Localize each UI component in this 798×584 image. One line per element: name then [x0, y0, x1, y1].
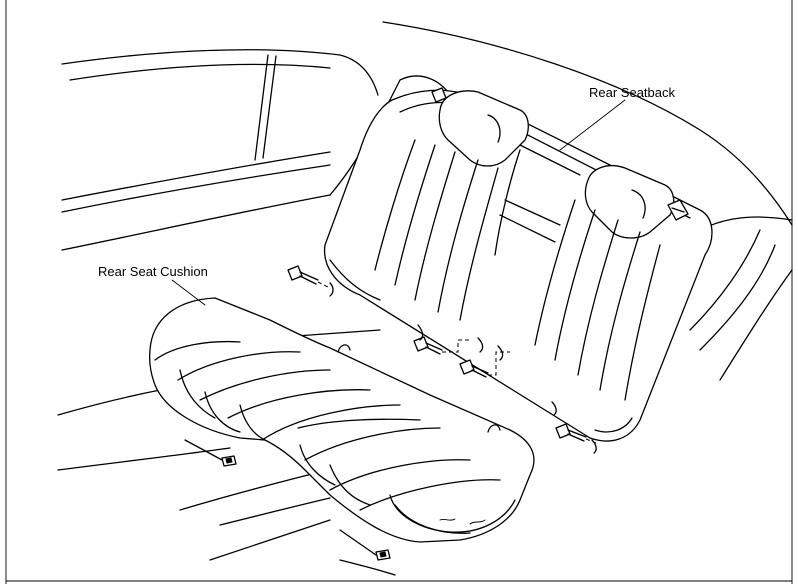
seatback-bolts — [287, 265, 597, 454]
bolt-left — [287, 265, 334, 297]
floor-clips — [184, 439, 391, 561]
leader-lines — [171, 99, 626, 306]
rear-seatback — [323, 87, 713, 442]
bolt-center-lower — [459, 337, 510, 378]
label-rear-seatback: Rear Seatback — [589, 85, 675, 100]
rear-seat-cushion — [149, 297, 535, 543]
frame — [5, 0, 793, 584]
bolt-right — [551, 401, 597, 454]
bolt-center-upper — [413, 324, 470, 355]
label-rear-seat-cushion: Rear Seat Cushion — [98, 264, 208, 279]
